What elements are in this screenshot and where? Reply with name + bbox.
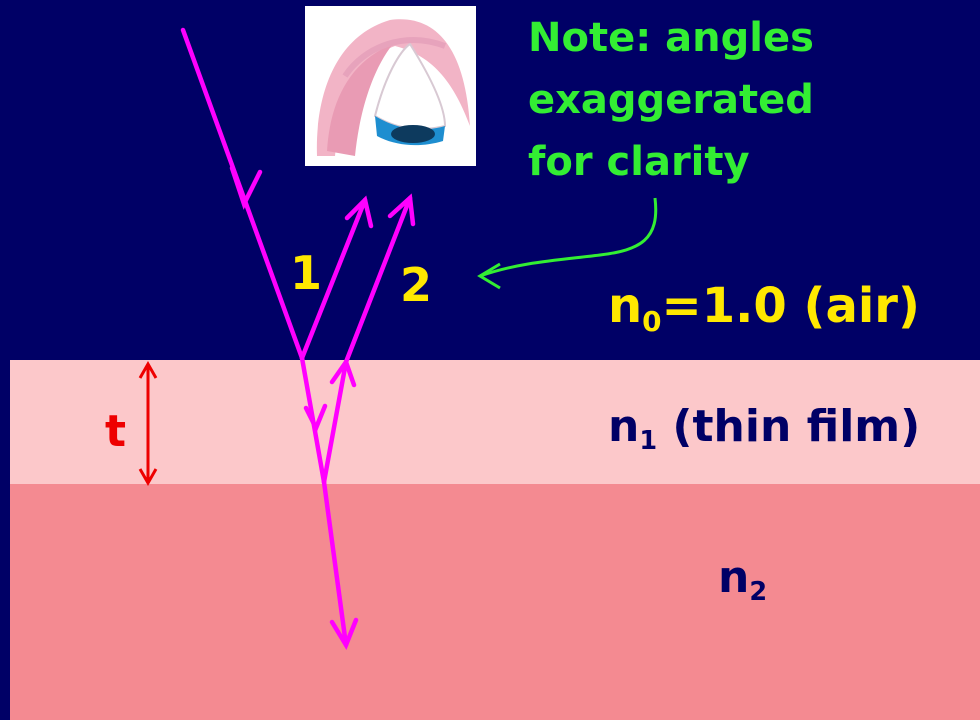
reflected-ray-2 — [343, 195, 413, 365]
eye-icon — [305, 6, 476, 166]
transmitted-arrowhead — [329, 617, 359, 651]
thin-film-layer — [10, 360, 980, 484]
reflected-ray-2-arrowhead — [387, 193, 416, 227]
note-pointer-arrowhead — [477, 262, 501, 290]
reflected-ray-in-film — [321, 359, 349, 485]
incident-arrowhead — [229, 165, 263, 210]
note-line-2: exaggerated — [528, 77, 814, 123]
film-ray-arrowhead — [303, 403, 328, 434]
reflected-ray-1 — [299, 197, 368, 361]
note-pointer-arrow — [479, 197, 658, 278]
note-line-1: Note: angles — [528, 15, 814, 61]
note-line-3: for clarity — [528, 139, 750, 185]
substrate-index-label: n2 — [718, 552, 768, 608]
thickness-arrowhead-bottom — [138, 468, 158, 487]
reflected-ray-1-arrowhead — [344, 195, 374, 229]
transmitted-ray — [321, 479, 349, 648]
thickness-arrowhead-top — [138, 360, 158, 379]
ray-1-label: 1 — [290, 246, 323, 300]
ray-2-label: 2 — [400, 258, 433, 312]
film-index-label: n1 (thin film) — [608, 401, 921, 457]
air-index-label: n0=1.0 (air) — [608, 278, 920, 338]
thickness-label: t — [105, 406, 127, 457]
substrate-layer — [10, 484, 980, 720]
